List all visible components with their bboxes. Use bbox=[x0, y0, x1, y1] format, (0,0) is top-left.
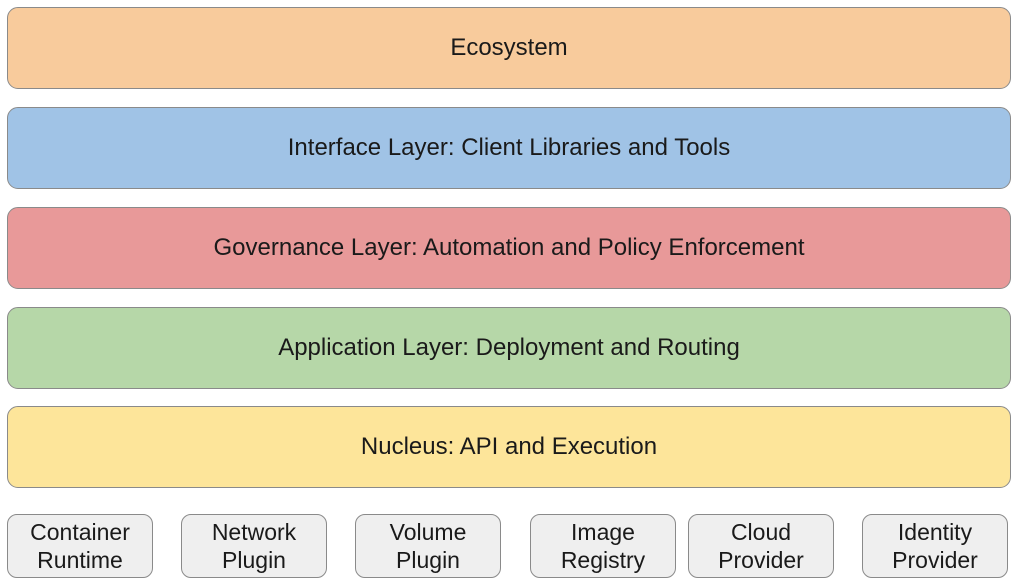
layer-application-label: Application Layer: Deployment and Routin… bbox=[278, 334, 740, 361]
layer-application: Application Layer: Deployment and Routin… bbox=[7, 307, 1011, 389]
plugin-label-line2: Plugin bbox=[222, 547, 286, 573]
layer-governance-label: Governance Layer: Automation and Policy … bbox=[213, 234, 805, 261]
plugin-label-line1: Identity bbox=[897, 519, 973, 545]
plugin-network-plugin: Network Plugin bbox=[181, 514, 327, 578]
layer-interface: Interface Layer: Client Libraries and To… bbox=[7, 107, 1011, 189]
layer-ecosystem: Ecosystem bbox=[7, 7, 1011, 89]
plugin-label-line2: Provider bbox=[892, 547, 978, 573]
layer-nucleus-label: Nucleus: API and Execution bbox=[360, 433, 658, 460]
plugin-label-line1: Image bbox=[571, 519, 635, 545]
plugin-label-line2: Plugin bbox=[396, 547, 460, 573]
plugin-label-line2: Runtime bbox=[37, 547, 123, 573]
plugin-identity-provider: Identity Provider bbox=[862, 514, 1008, 578]
plugin-image-registry: Image Registry bbox=[530, 514, 676, 578]
plugin-label-line2: Provider bbox=[718, 547, 804, 573]
layer-governance: Governance Layer: Automation and Policy … bbox=[7, 207, 1011, 289]
plugin-cloud-provider: Cloud Provider bbox=[688, 514, 834, 578]
layer-nucleus: Nucleus: API and Execution bbox=[7, 406, 1011, 488]
plugin-container-runtime: Container Runtime bbox=[7, 514, 153, 578]
plugin-volume-plugin: Volume Plugin bbox=[355, 514, 501, 578]
plugin-label-line1: Container bbox=[30, 519, 130, 545]
layer-interface-label: Interface Layer: Client Libraries and To… bbox=[287, 134, 731, 161]
plugin-label-line1: Network bbox=[211, 519, 297, 545]
plugin-label-line2: Registry bbox=[560, 547, 646, 573]
plugin-label-line1: Cloud bbox=[730, 519, 792, 545]
plugin-label-line1: Volume bbox=[389, 519, 467, 545]
layer-ecosystem-label: Ecosystem bbox=[450, 34, 568, 61]
